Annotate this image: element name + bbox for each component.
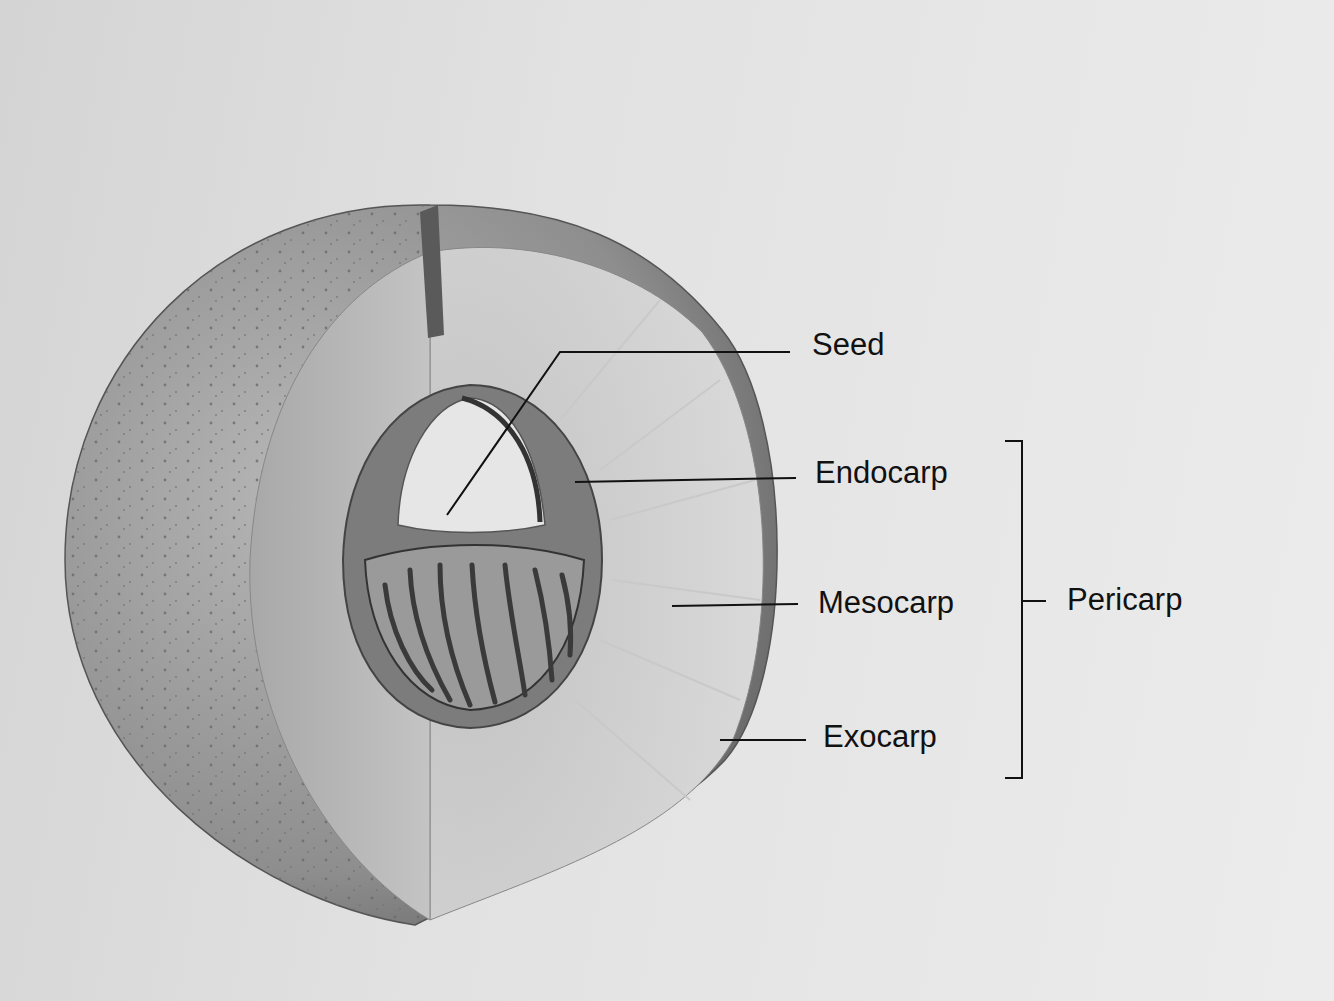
stone-ridges: [365, 545, 584, 710]
fruit-skin: [65, 205, 777, 925]
part-label: Mesocarp: [818, 585, 954, 621]
seed-coat-line: [462, 398, 540, 522]
part-label: Exocarp: [823, 719, 937, 755]
pericarp-bracket: [1005, 441, 1046, 778]
part-label: Seed: [812, 327, 884, 363]
stone-grooves: [385, 565, 571, 705]
seed: [398, 398, 545, 533]
leader-lines: [447, 352, 806, 740]
stem: [420, 205, 444, 338]
part-label: Pericarp: [1067, 582, 1182, 618]
endocarp: [343, 385, 602, 728]
part-label: Endocarp: [815, 455, 948, 491]
